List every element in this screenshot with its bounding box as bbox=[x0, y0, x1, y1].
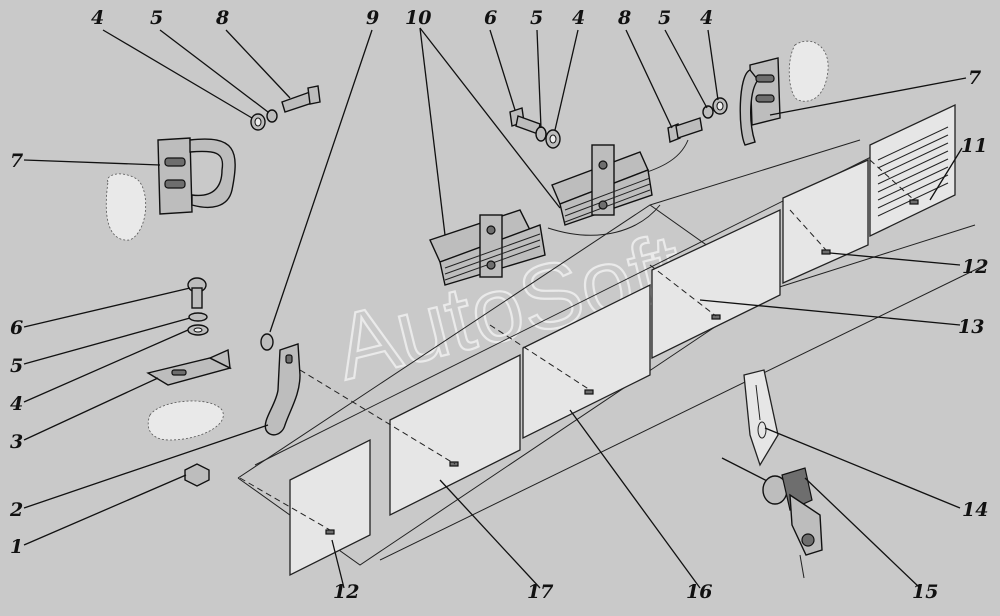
callout-4: 4 bbox=[10, 393, 23, 415]
callout-2: 2 bbox=[9, 499, 23, 521]
dashed-routing bbox=[239, 159, 915, 531]
callout-4: 4 bbox=[700, 7, 713, 29]
callout-5: 5 bbox=[150, 7, 163, 29]
latch-mechanism-10-right bbox=[551, 144, 653, 226]
washer-5-right bbox=[702, 105, 714, 119]
panel-13 bbox=[651, 208, 781, 360]
callout-12: 12 bbox=[333, 581, 359, 603]
callout-12: 12 bbox=[962, 256, 988, 278]
bolt-6-left bbox=[187, 277, 207, 309]
handle-bracket-7-right bbox=[739, 40, 829, 146]
panel-small-12 bbox=[289, 438, 371, 577]
washer-5-left bbox=[266, 109, 278, 123]
callout-8: 8 bbox=[215, 7, 229, 29]
callout-7: 7 bbox=[968, 67, 981, 89]
callout-14: 14 bbox=[962, 499, 988, 521]
washer-9 bbox=[260, 333, 274, 351]
callout-1: 1 bbox=[10, 536, 23, 558]
panel-17 bbox=[389, 353, 521, 517]
louvered-grille-11 bbox=[869, 103, 956, 238]
callout-10: 10 bbox=[405, 7, 431, 29]
nut-1 bbox=[184, 463, 210, 487]
panel-16 bbox=[522, 283, 651, 440]
callout-7: 7 bbox=[10, 150, 23, 172]
panel-12-upper bbox=[782, 158, 869, 285]
washer-5-centre bbox=[535, 126, 547, 142]
bracket-3 bbox=[146, 348, 232, 441]
washer-4-lower-left bbox=[187, 324, 209, 336]
bolt-6-centre bbox=[509, 107, 541, 135]
lock-cylinder-15 bbox=[721, 457, 823, 579]
callout-5: 5 bbox=[10, 355, 23, 377]
callout-4: 4 bbox=[572, 7, 585, 29]
callout-9: 9 bbox=[366, 7, 379, 29]
callout-15: 15 bbox=[912, 581, 938, 603]
callout-17: 17 bbox=[527, 581, 553, 603]
latch-mechanism-10-left bbox=[429, 209, 546, 286]
latch-plate-2 bbox=[264, 343, 301, 436]
callout-13: 13 bbox=[958, 316, 984, 338]
callout-6: 6 bbox=[484, 7, 497, 29]
callout-5: 5 bbox=[530, 7, 543, 29]
callout-16: 16 bbox=[686, 581, 712, 603]
callout-5: 5 bbox=[658, 7, 671, 29]
callout-8: 8 bbox=[617, 7, 631, 29]
washer-4-left bbox=[250, 113, 266, 131]
bolt-8-right bbox=[667, 117, 703, 143]
washer-4-centre bbox=[545, 129, 561, 149]
callout-4: 4 bbox=[91, 7, 104, 29]
bolt-8-left bbox=[281, 85, 321, 113]
leader-lines bbox=[23, 27, 967, 589]
template-card-14 bbox=[743, 369, 779, 467]
washer-4-right bbox=[712, 97, 728, 115]
callouts: 4 5 8 9 10 6 5 4 8 5 4 7 11 7 12 13 6 5 … bbox=[9, 7, 988, 603]
callout-6: 6 bbox=[10, 317, 23, 339]
handle-bracket-7-left bbox=[105, 137, 236, 241]
callout-3: 3 bbox=[10, 431, 23, 453]
callout-11: 11 bbox=[961, 135, 987, 157]
washer-5-lower-left bbox=[188, 312, 208, 322]
